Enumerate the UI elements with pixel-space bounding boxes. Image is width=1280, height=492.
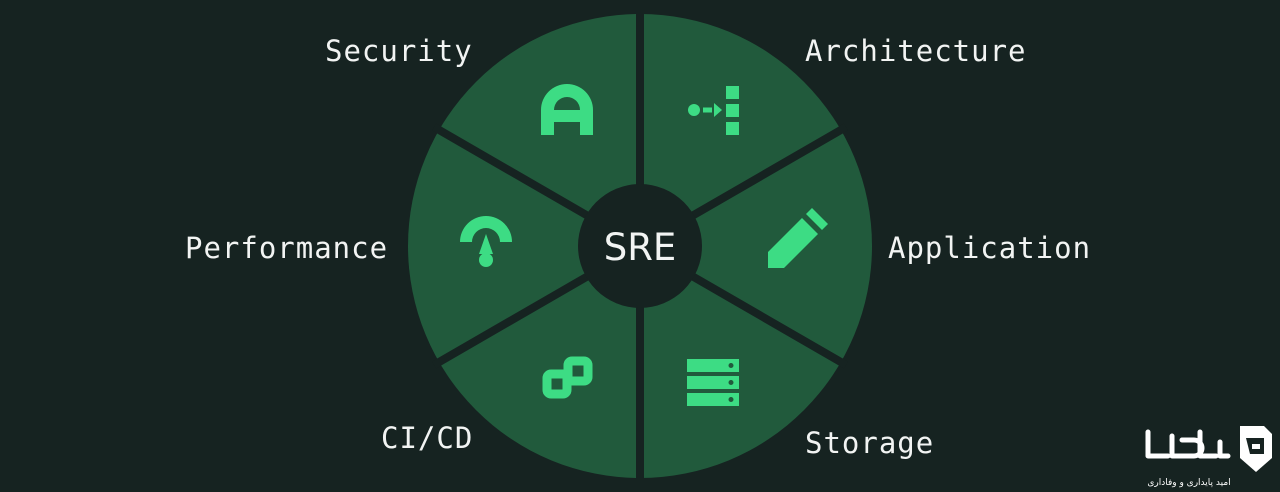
padlock-icon xyxy=(541,84,593,135)
center-label: SRE xyxy=(604,226,677,269)
label-application: Application xyxy=(888,231,1092,265)
segment-dividers xyxy=(431,10,849,482)
architecture-flow-icon xyxy=(688,86,739,135)
label-cicd: CI/CD xyxy=(381,421,474,455)
gauge-icon xyxy=(460,216,512,267)
watermark-logo xyxy=(1145,426,1272,472)
label-storage: Storage xyxy=(805,426,935,460)
label-security: Security xyxy=(325,34,473,68)
label-performance: Performance xyxy=(185,231,389,265)
pencil-icon xyxy=(768,208,828,268)
infinity-loop-icon xyxy=(542,356,593,399)
label-architecture: Architecture xyxy=(805,34,1027,68)
center-hub xyxy=(578,184,702,308)
server-stack-icon xyxy=(687,359,739,406)
watermark-tagline: امید پایداری و وفاداری xyxy=(1147,478,1231,488)
